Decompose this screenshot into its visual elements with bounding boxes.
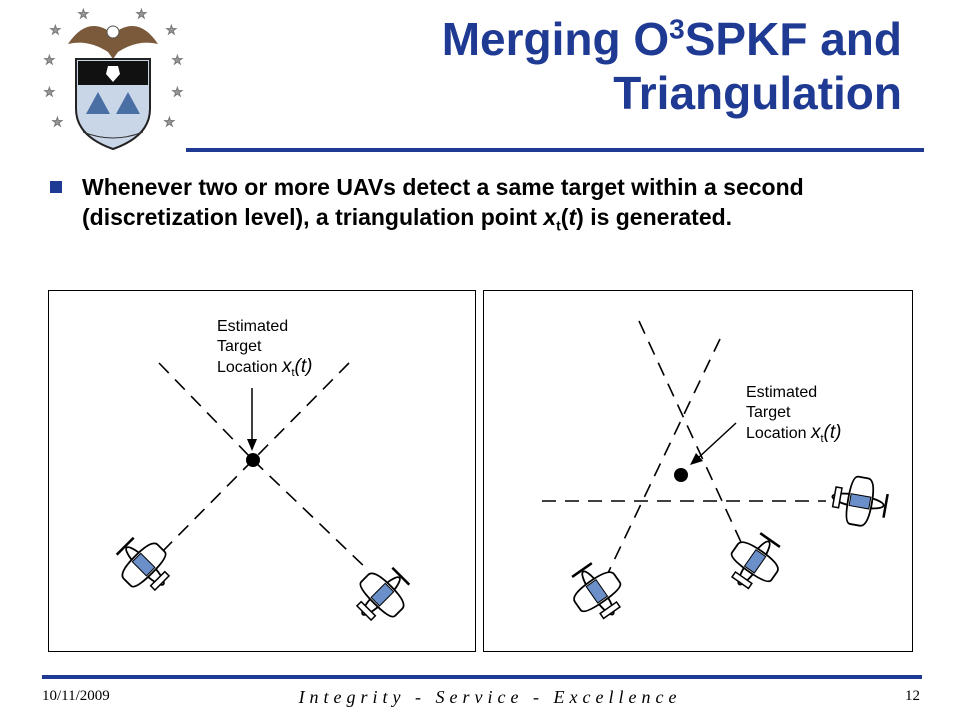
svg-text:★: ★ <box>52 115 63 129</box>
svg-text:★: ★ <box>166 23 177 37</box>
uav-plane-icon <box>355 566 411 622</box>
los-line-1 <box>607 338 721 574</box>
slide-title: Merging O3SPKF and Triangulation <box>282 12 902 120</box>
title-divider <box>186 148 924 152</box>
footer-divider <box>42 675 922 679</box>
estimated-location-label: Estimated Target Location xt(t) <box>217 318 313 380</box>
bullet-item: Whenever two or more UAVs detect a same … <box>50 172 930 241</box>
uav-plane-icon <box>831 475 889 527</box>
svg-text:★: ★ <box>172 53 183 67</box>
uav-plane-icon <box>115 536 171 592</box>
page-number: 12 <box>905 688 920 704</box>
bullet-text: Whenever two or more UAVs detect a same … <box>82 174 804 234</box>
title-superscript: 3 <box>669 13 685 45</box>
footer-motto: Integrity - Service - Excellence <box>298 687 682 707</box>
uav-plane-icon <box>571 562 622 620</box>
svg-text:★: ★ <box>164 115 175 129</box>
bullet-math-arg: t <box>568 204 577 230</box>
svg-text:★: ★ <box>78 7 89 21</box>
title-line2: Triangulation <box>613 67 902 119</box>
pointer-arrow <box>696 422 737 460</box>
air-force-seal-logo: ★ ★ ★ ★ ★ ★ ★ ★ ★ ★ <box>44 7 183 151</box>
figure-two-uav-triangulation: Estimated Target Location xt(t) <box>48 290 476 652</box>
svg-text:★: ★ <box>50 23 61 37</box>
uav-plane-icon <box>730 532 781 590</box>
svg-text:★: ★ <box>136 7 147 21</box>
los-line-2 <box>638 320 747 554</box>
title-line1-prefix: Merging O <box>441 13 670 65</box>
target-point <box>246 453 260 467</box>
title-line1-suffix: SPKF and <box>684 13 902 65</box>
estimated-location-label: Estimated Target Location xt(t) <box>746 384 842 446</box>
bullet-marker-icon <box>50 181 62 193</box>
target-point <box>674 468 688 482</box>
figure-three-uav-triangulation: Estimated Target Location xt(t) <box>483 290 913 652</box>
svg-text:★: ★ <box>44 53 55 67</box>
footer-date: 10/11/2009 <box>42 688 110 704</box>
bullet-math-sub: t <box>556 217 561 234</box>
bullet-math-var: x <box>543 204 557 230</box>
svg-text:★: ★ <box>44 85 55 99</box>
svg-text:★: ★ <box>172 85 183 99</box>
